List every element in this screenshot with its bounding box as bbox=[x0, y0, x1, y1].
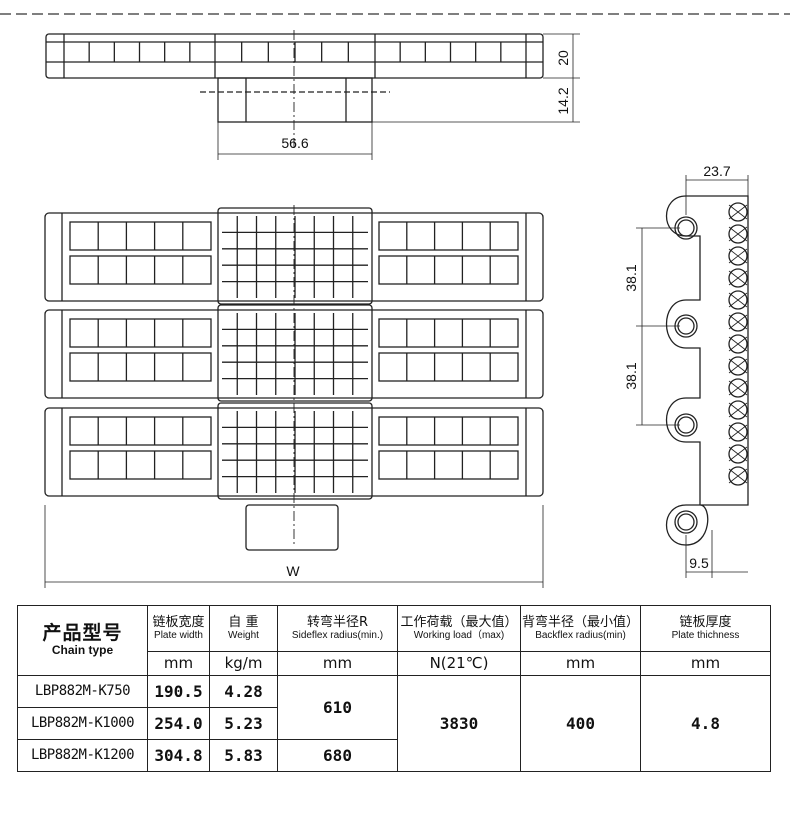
unit-working-load: N(21℃) bbox=[397, 651, 521, 676]
dim-pitch-2: 38.1 bbox=[623, 362, 639, 389]
unit-plate-width: mm bbox=[147, 651, 210, 676]
weight-cell: 5.23 bbox=[209, 707, 278, 740]
unit-weight: kg/m bbox=[209, 651, 278, 676]
model-cell: LBP882M-K750 bbox=[17, 675, 148, 708]
unit-thickness: mm bbox=[640, 651, 771, 676]
backflex-cell: 400 bbox=[520, 675, 641, 772]
side-view bbox=[636, 175, 749, 578]
table-row: LBP882M-K1200 304.8 5.83 680 bbox=[17, 739, 771, 772]
weight-cell: 5.83 bbox=[209, 739, 278, 772]
sideflex-cell: 680 bbox=[277, 739, 398, 772]
dim-height-bottom: 14.2 bbox=[555, 87, 571, 114]
front-view bbox=[45, 30, 580, 160]
side-view-dim-labels: 23.7 38.1 38.1 9.5 bbox=[623, 163, 731, 571]
technical-drawing: 20 14.2 56.6 W 23.7 38.1 38.1 bbox=[0, 13, 790, 588]
dim-pitch-1: 38.1 bbox=[623, 264, 639, 291]
dim-height-top: 20 bbox=[555, 50, 571, 66]
dim-tab-width: 56.6 bbox=[281, 135, 308, 151]
dim-side-offset: 9.5 bbox=[689, 555, 709, 571]
table-row: LBP882M-K1000 254.0 5.23 bbox=[17, 707, 771, 740]
front-view-dim-labels: 20 14.2 56.6 bbox=[281, 50, 571, 151]
dim-width-w: W bbox=[286, 563, 300, 579]
top-view bbox=[44, 205, 544, 588]
plate-width-cell: 254.0 bbox=[147, 707, 210, 740]
plate-width-cell: 304.8 bbox=[147, 739, 210, 772]
table-row: LBP882M-K750 190.5 4.28 610 3830 400 4.8 bbox=[17, 675, 771, 772]
header-chain-type: 产品型号 Chain type bbox=[17, 605, 148, 676]
thickness-cell: 4.8 bbox=[640, 675, 771, 772]
header-working-load: 工作荷载（最大值）Working load（max) bbox=[397, 605, 521, 652]
unit-sideflex: mm bbox=[277, 651, 398, 676]
dim-side-width: 23.7 bbox=[703, 163, 730, 179]
unit-backflex: mm bbox=[520, 651, 641, 676]
plate-width-cell: 190.5 bbox=[147, 675, 210, 708]
sideflex-cell: 610 bbox=[277, 675, 398, 740]
model-cell: LBP882M-K1200 bbox=[17, 739, 148, 772]
model-cell: LBP882M-K1000 bbox=[17, 707, 148, 740]
weight-cell: 4.28 bbox=[209, 675, 278, 708]
header-backflex: 背弯半径（最小值）Backflex radius(min) bbox=[520, 605, 641, 652]
working-load-cell: 3830 bbox=[397, 675, 521, 772]
